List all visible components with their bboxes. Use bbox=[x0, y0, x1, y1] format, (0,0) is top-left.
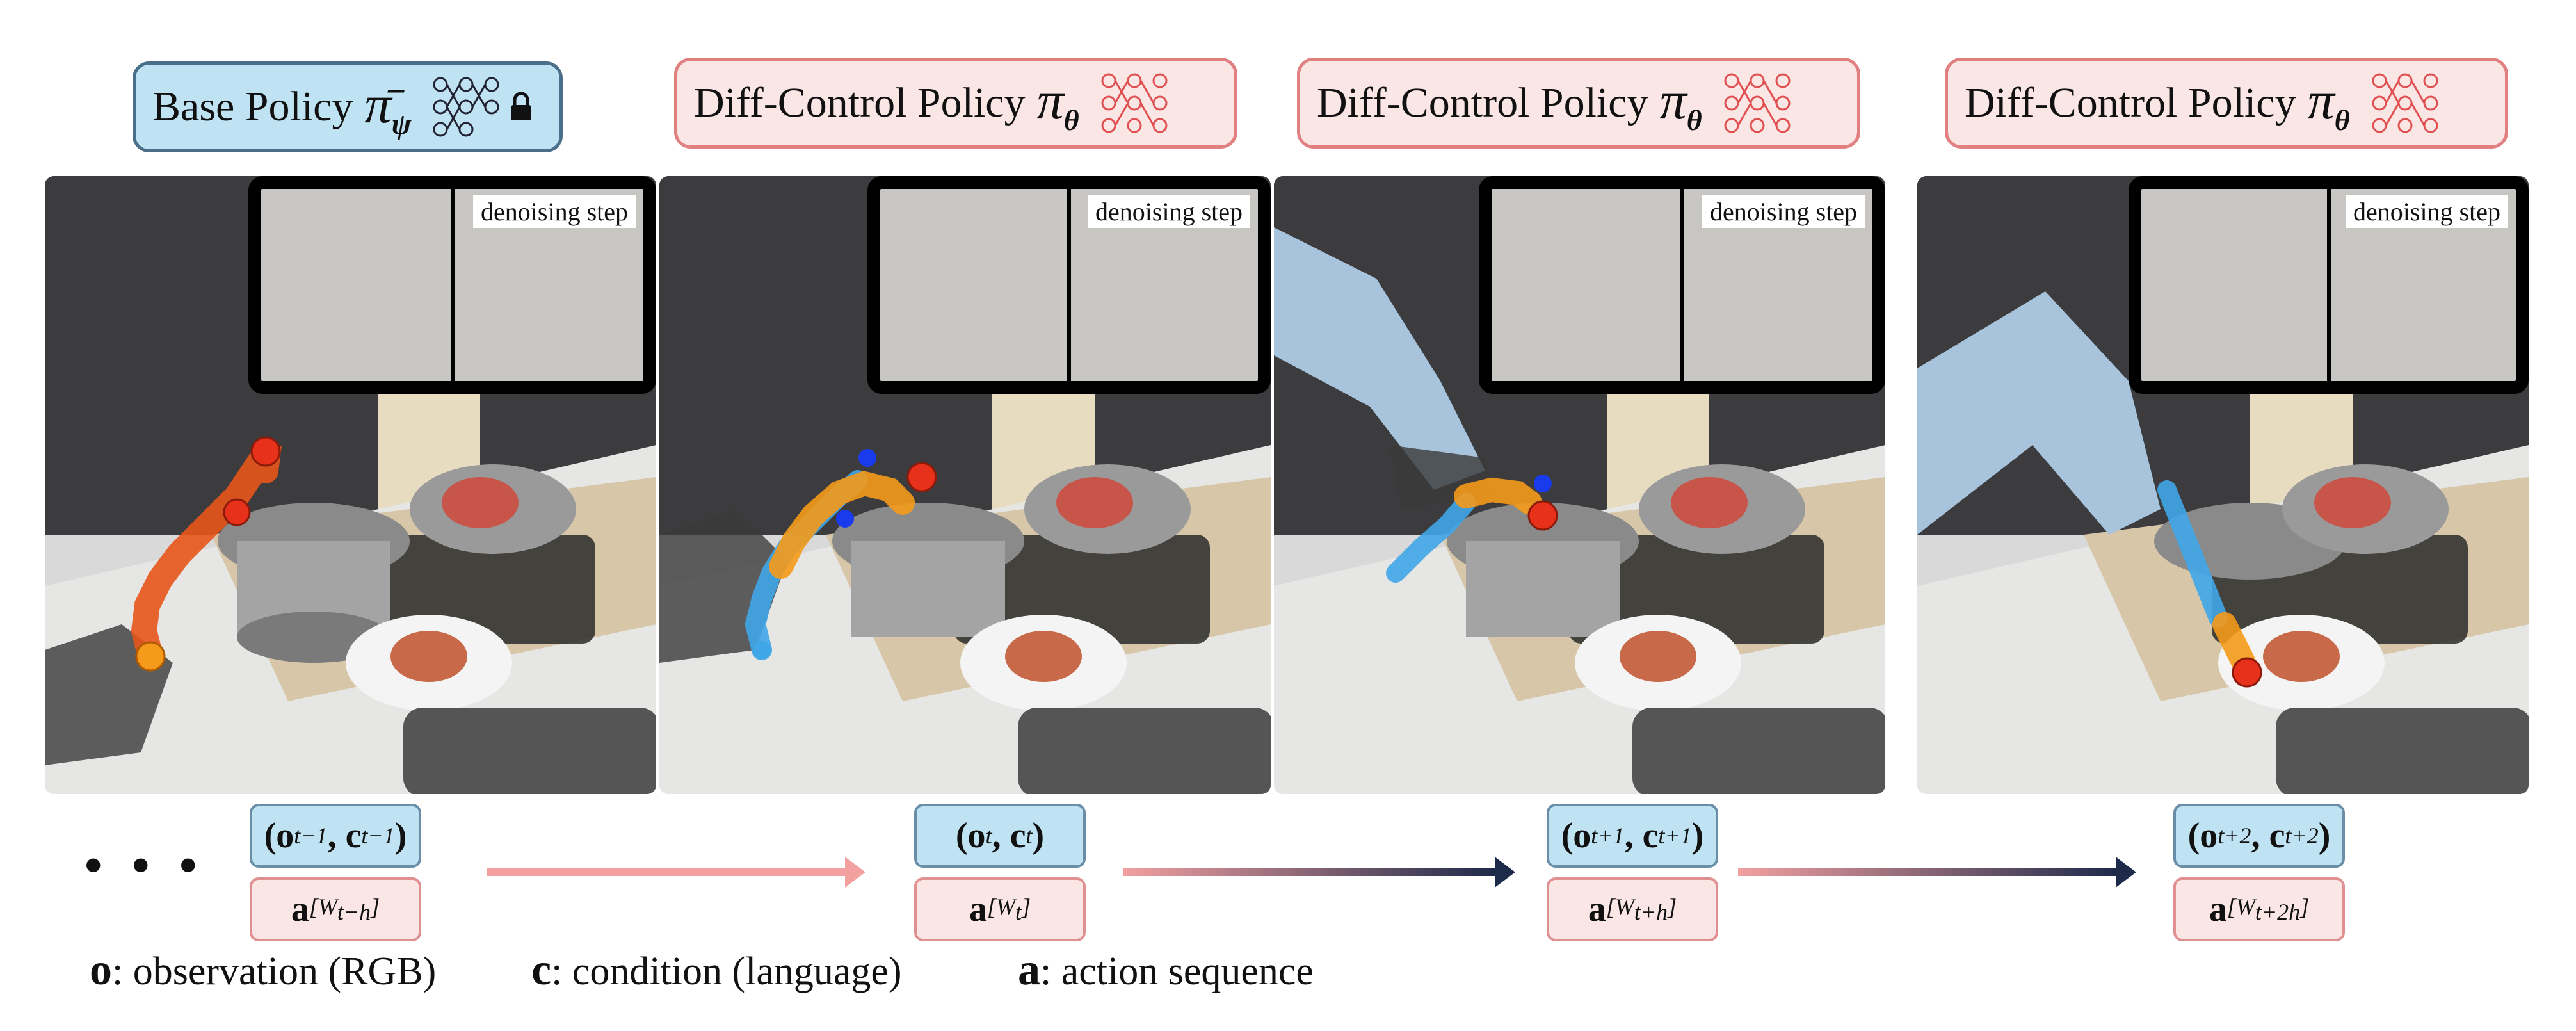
policy-symbol: πθ bbox=[1036, 70, 1079, 136]
inset-view-right: denoising step bbox=[2330, 189, 2516, 381]
denoising-step-label: denoising step bbox=[2346, 195, 2508, 228]
trajectory-plot bbox=[745, 449, 937, 660]
flow-arrows bbox=[487, 857, 2136, 888]
arrow-2-head bbox=[1495, 857, 1515, 888]
legend-action: a: action sequence bbox=[1018, 945, 1314, 994]
arrow-1 bbox=[487, 868, 845, 876]
network-icon bbox=[1101, 73, 1168, 133]
inset-view-right: denoising step bbox=[1071, 189, 1258, 381]
network-icon bbox=[433, 77, 499, 137]
trajectory-plot bbox=[131, 436, 282, 672]
legend-observation: o: observation (RGB) bbox=[90, 945, 437, 994]
trajectory-plot bbox=[1386, 475, 1558, 583]
denoising-step-label: denoising step bbox=[473, 195, 636, 228]
action-box-2: a[Wt] bbox=[914, 877, 1086, 941]
policy-name: Diff-Control Policy bbox=[1965, 79, 2296, 126]
policy-name: Base Policy bbox=[152, 83, 353, 130]
action-box-4: a[Wt+2h] bbox=[2173, 877, 2345, 941]
inset-view-right: denoising step bbox=[1684, 189, 1872, 381]
inset-view-left bbox=[2141, 189, 2327, 381]
legend-condition: c: condition (language) bbox=[531, 945, 902, 994]
scene-panel-3: denoising step bbox=[1274, 176, 1885, 794]
action-box-1: a[Wt−h] bbox=[250, 877, 421, 941]
scene-panel-4: denoising step bbox=[1917, 176, 2529, 794]
arrow-3-head bbox=[2116, 857, 2136, 888]
denoising-inset: denoising step bbox=[248, 176, 656, 394]
scene-panel-2: denoising step bbox=[659, 176, 1271, 794]
denoising-step-label: denoising step bbox=[1088, 195, 1250, 228]
action-box-3: a[Wt+h] bbox=[1547, 877, 1718, 941]
network-icon bbox=[1724, 73, 1791, 133]
denoising-inset: denoising step bbox=[2129, 176, 2529, 394]
network-icon bbox=[2372, 73, 2438, 133]
inset-view-left bbox=[261, 189, 451, 381]
arrow-2 bbox=[1123, 868, 1495, 876]
denoising-inset: denoising step bbox=[867, 176, 1271, 394]
scene-panel-1: denoising step bbox=[45, 176, 656, 794]
diff-control-policy-box-3: Diff-Control Policy πθ bbox=[1945, 58, 2508, 149]
arrow-3 bbox=[1738, 868, 2116, 876]
trajectory-plot bbox=[2157, 480, 2262, 688]
inset-view-left bbox=[880, 189, 1067, 381]
inset-view-right: denoising step bbox=[454, 189, 643, 381]
inset-view-left bbox=[1492, 189, 1680, 381]
policy-symbol: πθ bbox=[1659, 70, 1702, 136]
policy-name: Diff-Control Policy bbox=[1317, 79, 1648, 126]
diff-control-policy-box-1: Diff-Control Policy πθ bbox=[674, 58, 1237, 149]
diff-control-policy-box-2: Diff-Control Policy πθ bbox=[1297, 58, 1860, 149]
policy-symbol: π̄ψ bbox=[364, 74, 412, 140]
policy-name: Diff-Control Policy bbox=[694, 79, 1026, 126]
arrow-1-head bbox=[845, 857, 865, 888]
base-policy-box: Base Policy π̄ψ bbox=[133, 61, 563, 152]
lock-icon bbox=[511, 92, 532, 120]
denoising-inset: denoising step bbox=[1479, 176, 1885, 394]
policy-symbol: πθ bbox=[2307, 70, 2350, 136]
ellipsis: • • • bbox=[83, 834, 205, 897]
denoising-step-label: denoising step bbox=[1702, 195, 1865, 228]
